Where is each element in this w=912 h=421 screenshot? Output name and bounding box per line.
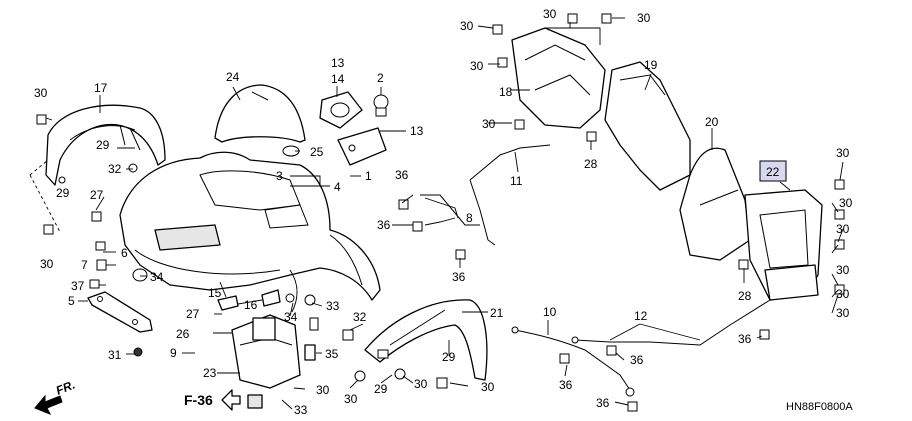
- callout-28: 28: [584, 157, 598, 171]
- callout-30: 30: [40, 257, 54, 271]
- callout-29: 29: [442, 350, 456, 364]
- diagram-code: HN88F0800A: [786, 401, 853, 413]
- part-22-highlight: [759, 160, 787, 182]
- callout-29: 29: [96, 138, 110, 152]
- callout-22: 22: [766, 165, 780, 179]
- callout-30: 30: [836, 287, 850, 301]
- windscreen-24: [214, 84, 306, 143]
- callout-30: 30: [482, 117, 496, 131]
- callout-32: 32: [108, 162, 122, 176]
- cover-20: [679, 147, 751, 270]
- callout-19: 19: [644, 58, 658, 72]
- callout-2: 2: [377, 71, 384, 85]
- callout-26: 26: [176, 327, 190, 341]
- cover-13: [337, 127, 387, 166]
- callout-31: 31: [108, 348, 122, 362]
- callout-12: 12: [634, 309, 648, 323]
- callout-23: 23: [203, 366, 217, 380]
- callout-36: 36: [630, 353, 644, 367]
- callout-25: 25: [310, 145, 324, 159]
- callout-7: 7: [81, 258, 88, 272]
- callout-30: 30: [637, 11, 651, 25]
- stay-11: [398, 144, 551, 260]
- cable-10: [511, 326, 635, 397]
- callout-30: 30: [34, 86, 48, 100]
- callout-11: 11: [510, 174, 523, 188]
- callout-30: 30: [414, 377, 428, 391]
- cover-19: [604, 61, 691, 191]
- callout-6: 6: [121, 246, 128, 260]
- switch-2: [373, 94, 389, 117]
- front-direction-arrow: [34, 394, 63, 415]
- callout-10: 10: [543, 305, 557, 319]
- callout-30: 30: [344, 392, 358, 406]
- callout-30: 30: [836, 146, 850, 160]
- callout-18: 18: [499, 85, 513, 99]
- callout-24: 24: [226, 70, 240, 84]
- callout-36: 36: [452, 270, 466, 284]
- callout-34: 34: [150, 270, 164, 284]
- callout-30: 30: [481, 380, 495, 394]
- callout-30: 30: [470, 59, 484, 73]
- callout-33: 33: [326, 299, 340, 313]
- reference-f36: [221, 389, 263, 411]
- guard-18: [492, 13, 612, 142]
- callout-21: 21: [490, 306, 504, 320]
- callout-30: 30: [316, 383, 330, 397]
- callout-27: 27: [90, 188, 104, 202]
- callout-36: 36: [559, 378, 573, 392]
- callout-36: 36: [395, 168, 409, 182]
- left-fasteners: [36, 114, 316, 357]
- callout-29: 29: [56, 186, 70, 200]
- callout-37: 37: [71, 279, 85, 293]
- callout-28: 28: [738, 289, 752, 303]
- front-direction-label: FR.: [54, 378, 77, 398]
- bezel-14: [319, 91, 363, 129]
- front-fender-17: [45, 104, 166, 186]
- front-body-cover: [119, 151, 381, 313]
- callout-27: 27: [186, 307, 200, 321]
- leader-lines: [29, 17, 844, 410]
- callout-16: 16: [244, 298, 258, 312]
- callout-4: 4: [334, 180, 341, 194]
- callout-15: 15: [208, 286, 222, 300]
- callout-9: 9: [170, 346, 177, 360]
- callout-30: 30: [543, 7, 557, 21]
- callout-30: 30: [460, 19, 474, 33]
- callout-30: 30: [836, 263, 850, 277]
- callout-30: 30: [836, 222, 850, 236]
- clip-35: [304, 344, 316, 361]
- stay-5: [87, 291, 153, 333]
- callout-20: 20: [705, 115, 719, 129]
- duct-23: [231, 314, 301, 389]
- stay-15-16: [217, 289, 281, 311]
- callout-36: 36: [596, 396, 610, 410]
- callout-1: 1: [365, 169, 372, 183]
- callout-17: 17: [94, 81, 108, 95]
- callout-32: 32: [353, 310, 367, 324]
- cable-12: [571, 299, 771, 412]
- reference-f36-label: F-36: [184, 392, 213, 408]
- cover-22: [744, 179, 845, 340]
- callout-30: 30: [836, 306, 850, 320]
- callout-33: 33: [294, 403, 308, 417]
- callout-5: 5: [68, 294, 75, 308]
- callout-30: 30: [839, 196, 853, 210]
- inner-fender-fasteners: [309, 317, 354, 341]
- callout-36: 36: [738, 332, 752, 346]
- callout-8: 8: [466, 211, 473, 225]
- callout-35: 35: [325, 347, 339, 361]
- callout-3: 3: [276, 169, 283, 183]
- callout-36: 36: [377, 218, 391, 232]
- callout-14: 14: [331, 72, 345, 86]
- callout-13: 13: [331, 56, 345, 70]
- callout-13: 13: [410, 124, 424, 138]
- callout-29: 29: [374, 382, 388, 396]
- callout-34: 34: [284, 310, 298, 324]
- inner-fender-21: [354, 299, 488, 389]
